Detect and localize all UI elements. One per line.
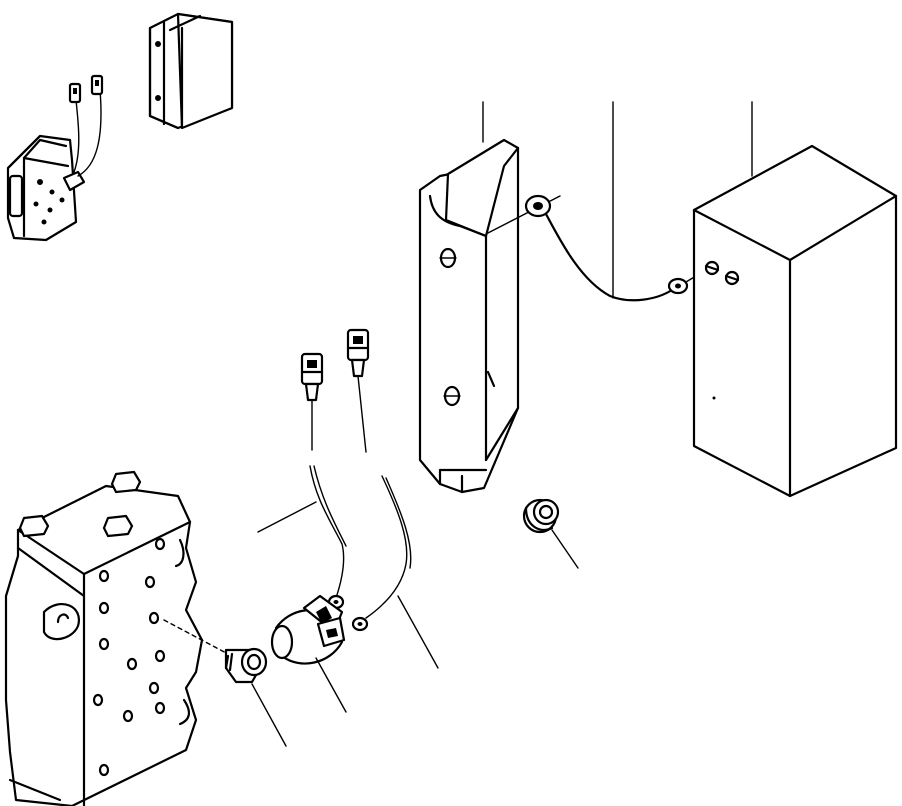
connector-lead-b (346, 328, 412, 632)
reference-lines (482, 101, 753, 299)
leader-line (251, 683, 287, 747)
bracket (418, 138, 520, 494)
leader-line (551, 529, 579, 569)
electrical-box (692, 144, 898, 498)
connector-lead-a (300, 352, 347, 610)
ground-wire (485, 194, 707, 302)
valve-body (4, 470, 204, 806)
solenoid-sensor (270, 594, 346, 665)
connector-housing (148, 12, 234, 130)
leader-lines (251, 501, 579, 747)
leader-line (315, 657, 347, 713)
plug (522, 498, 560, 534)
solenoid-unit (6, 74, 104, 242)
leader-line (397, 595, 439, 669)
fitting (163, 619, 268, 684)
leader-line (257, 501, 317, 533)
